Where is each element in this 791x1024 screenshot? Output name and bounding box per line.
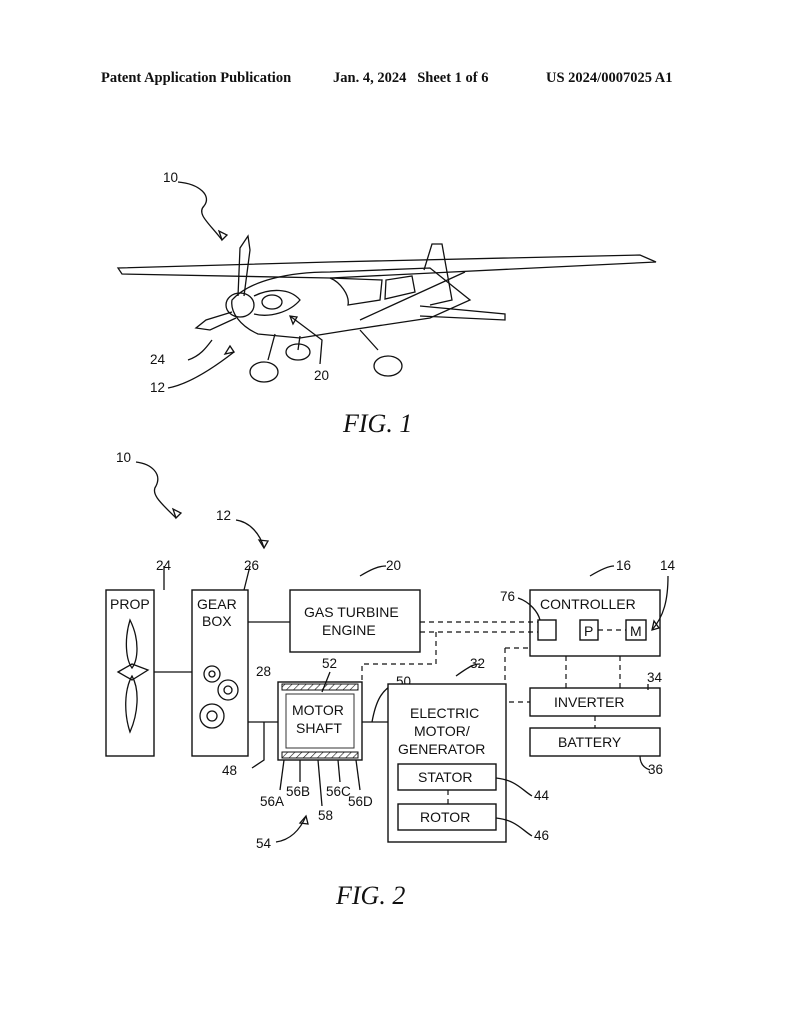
ref-20-fig1: 20 [314,368,329,383]
aircraft-illustration [118,182,656,388]
controller-label: CONTROLLER [540,596,636,612]
gas-turbine-block [290,590,420,652]
motor-label-2: MOTOR/ [414,723,470,739]
prop-label: PROP [110,596,150,612]
gearbox-label-1: GEAR [197,596,237,612]
battery-label: BATTERY [558,734,622,750]
ref-54: 54 [256,836,272,851]
housing-bottom-hatch [282,752,358,758]
rotor-label: ROTOR [420,809,470,825]
fig1-caption: FIG. 1 [342,409,412,438]
ref-arrow-12 [236,520,264,548]
ref-34: 34 [647,670,663,685]
ref-56a: 56A [260,794,284,809]
motor-label-3: GENERATOR [398,741,485,757]
gearbox-label-2: BOX [202,613,232,629]
housing-top-hatch [282,684,358,690]
fig2-caption: FIG. 2 [335,881,405,910]
motor-label-1: ELECTRIC [410,705,479,721]
memory-label: M [630,623,642,639]
ref-10-fig2: 10 [116,450,131,465]
ref-58: 58 [318,808,333,823]
ref-52: 52 [322,656,337,671]
ref-76: 76 [500,589,515,604]
stator-label: STATOR [418,769,472,785]
ref-24-fig2: 24 [156,558,172,573]
ref-48: 48 [222,763,237,778]
ref-24-fig1: 24 [150,352,166,367]
ref-16: 16 [616,558,631,573]
processor-label: P [584,623,593,639]
ref-20-fig2: 20 [386,558,401,573]
ref-12-fig1: 12 [150,380,165,395]
ref-arrow-10 [136,462,176,518]
ref-44: 44 [534,788,550,803]
controller-component-76 [538,620,556,640]
inverter-label: INVERTER [554,694,625,710]
ref-46: 46 [534,828,549,843]
gas-turbine-label-2: ENGINE [322,622,376,638]
ref-32: 32 [470,656,485,671]
ref-14: 14 [660,558,676,573]
ref-36: 36 [648,762,663,777]
ref-56d: 56D [348,794,373,809]
ref-56b: 56B [286,784,310,799]
ref-10-fig1: 10 [163,170,178,185]
ref-12-fig2: 12 [216,508,231,523]
motor-shaft-label-1: MOTOR [292,702,344,718]
gas-turbine-label-1: GAS TURBINE [304,604,399,620]
ref-28: 28 [256,664,271,679]
motor-shaft-label-2: SHAFT [296,720,342,736]
ref-26: 26 [244,558,259,573]
